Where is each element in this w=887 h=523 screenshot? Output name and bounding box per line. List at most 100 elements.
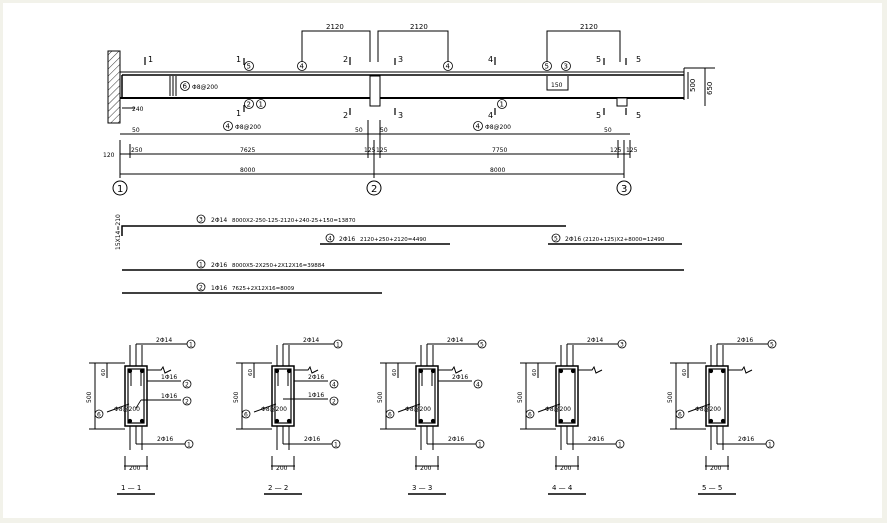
section-bot-spec: 2Φ16 <box>304 436 320 443</box>
section-title: 4 — 4 <box>552 484 573 492</box>
section-leader <box>687 403 711 413</box>
section-mid-spec: 2Φ16 <box>452 374 468 381</box>
section-height: 500 <box>233 391 240 403</box>
column-2 <box>369 75 381 107</box>
bar-2-no: 2 <box>199 285 203 292</box>
section-mid-no: 4 <box>332 382 336 389</box>
section-bar <box>430 418 436 424</box>
dim-125-c: 125 <box>610 147 622 154</box>
section-bar <box>558 368 564 374</box>
section-mid-bubble <box>329 379 339 389</box>
section-width: 200 <box>276 465 288 472</box>
cut-5b-bot: 5 <box>636 111 641 120</box>
axis-2: 2 <box>371 184 377 195</box>
dim-7625: 7625 <box>240 147 255 154</box>
hook-label: 15X14=210 <box>115 214 122 250</box>
bar-5-bubble <box>551 233 561 243</box>
section-leader <box>135 399 142 409</box>
section-title: 1 — 1 <box>121 484 141 492</box>
cut-3-top: 3 <box>398 55 403 64</box>
section-stirrup-spec: Φ8@200 <box>695 406 721 413</box>
section-stirrup-no: 6 <box>388 412 392 419</box>
section-stirrup <box>418 368 436 424</box>
axis-bubble-1 <box>112 180 128 196</box>
cut-2-bot: 2 <box>343 111 348 120</box>
bar-2-spec: 1Φ16 <box>211 285 227 292</box>
wall-support <box>107 50 121 124</box>
section-top-spec: 2Φ14 <box>303 337 319 344</box>
bubble-4b: 4 <box>446 63 451 71</box>
bar-3-formula: 8000X2-250-125-2120+240-25+150=13870 <box>232 218 356 224</box>
section-bot-bubble <box>475 439 485 449</box>
section-cover: 60 <box>101 369 107 376</box>
dim-125-d: 125 <box>626 147 638 154</box>
dim-240-text: 240 <box>132 106 144 113</box>
dim-150 <box>546 76 569 91</box>
section-stirrup-no: 6 <box>97 412 101 419</box>
bubble-3: 3 <box>564 63 568 71</box>
section-leader <box>537 403 561 413</box>
dim-120: 120 <box>103 152 115 159</box>
bar-2-formula: 7625+2X12X16=8009 <box>232 286 295 292</box>
section-bot-no: 1 <box>478 442 482 449</box>
dim-50-c: 50 <box>380 127 388 134</box>
section-top-spec: 2Φ14 <box>587 337 603 344</box>
rebar-bubbles <box>180 61 571 131</box>
section-top-no: 5 <box>770 342 774 349</box>
bubble-5a: 5 <box>247 63 251 71</box>
bar-1-formula: 8000X5-2X250+2X12X16=39884 <box>232 263 325 269</box>
section-mid-no: 2 <box>185 382 189 389</box>
bubble-4d: 4 <box>476 123 481 131</box>
section-bot-spec: 2Φ16 <box>588 436 604 443</box>
bar-4-no: 4 <box>328 236 332 243</box>
section-bar <box>139 418 145 424</box>
bar-5-no: 5 <box>554 236 558 243</box>
bubble-6: 6 <box>183 83 188 91</box>
axis-bubble-2 <box>366 180 382 196</box>
section-mid2-spec: 1Φ16 <box>308 392 324 399</box>
section-leader <box>253 403 277 413</box>
dim-2120-c <box>546 30 621 62</box>
section-bar <box>418 418 424 424</box>
section-height: 500 <box>86 391 93 403</box>
section-top-bubble <box>617 339 627 349</box>
dim-2120-c-text: 2120 <box>580 23 598 31</box>
section-title: 2 — 2 <box>268 484 288 492</box>
section-top-no: 5 <box>480 342 484 349</box>
section-bot-spec: 2Φ16 <box>157 436 173 443</box>
section-mid-no: 4 <box>476 382 480 389</box>
section-top-bubble <box>333 339 343 349</box>
section-stirrup-spec: Φ8@200 <box>405 406 431 413</box>
section-bot-bubble <box>765 439 775 449</box>
section-break <box>578 365 603 374</box>
cut-4-bot: 4 <box>488 111 493 120</box>
section-stirrup-no: 6 <box>244 412 248 419</box>
section-bot-spec: 2Φ16 <box>738 436 754 443</box>
cut-4-top: 4 <box>488 55 493 64</box>
dim-125-b: 125 <box>376 147 388 154</box>
section-top-spec: 2Φ14 <box>156 337 172 344</box>
axis-bubble-3 <box>616 180 632 196</box>
section-bar <box>127 418 133 424</box>
bar-3-line <box>121 225 566 236</box>
section-bar <box>558 418 564 424</box>
section-break <box>728 365 753 374</box>
dim-2120-a-text: 2120 <box>326 23 344 31</box>
dim-250: 250 <box>131 147 143 154</box>
section-bot-bubble <box>331 439 341 449</box>
bar-4-formula: 2120+250+2120=4490 <box>360 237 427 243</box>
cut-1b-top: 1 <box>236 55 241 64</box>
dim-650-text: 650 <box>706 82 714 95</box>
section-width: 200 <box>560 465 572 472</box>
section-height: 500 <box>377 391 384 403</box>
section-mid-bubble <box>182 379 192 389</box>
section-cover: 60 <box>682 369 688 376</box>
section-stirrup-spec: Φ8@200 <box>545 406 571 413</box>
axis-3: 3 <box>621 184 627 195</box>
section-stirrup <box>558 368 576 424</box>
section-cuts <box>144 57 627 115</box>
dim-50-d: 50 <box>604 127 612 134</box>
bar-1-bubble <box>196 259 206 269</box>
dim-2120-b <box>377 30 449 62</box>
section-width: 200 <box>710 465 722 472</box>
